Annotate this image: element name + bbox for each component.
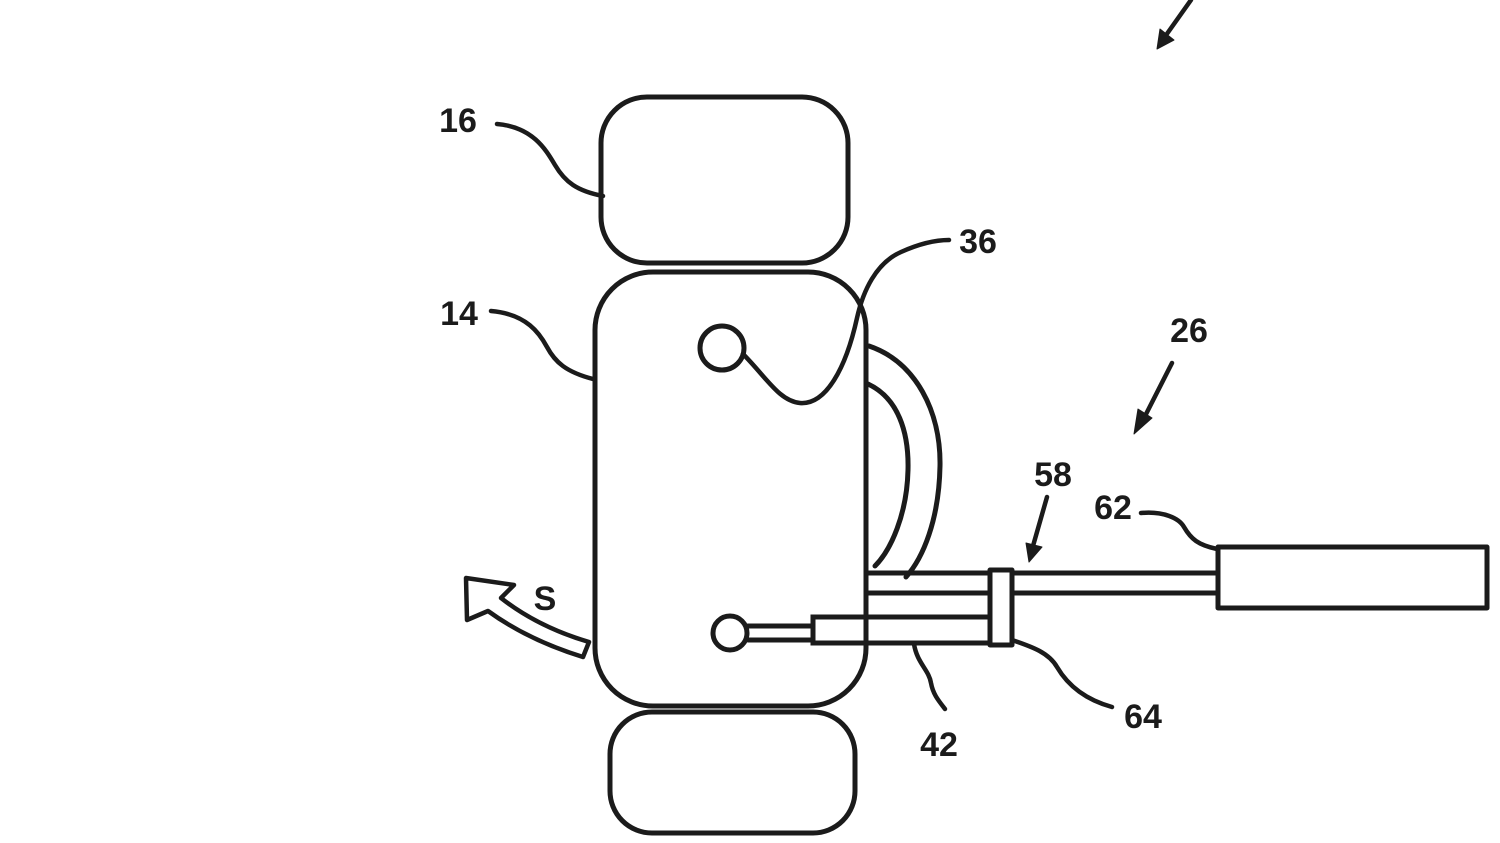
- crown-bulge-inner-arc: [865, 381, 911, 569]
- label-case-body: 14: [440, 295, 478, 333]
- case-body: [592, 269, 869, 709]
- arrow-line-58: [1030, 494, 1050, 549]
- arrow-line-26: [1139, 360, 1175, 425]
- leader-42: [911, 641, 948, 712]
- lower-band-segment: [607, 709, 858, 836]
- pin-head-circle: [710, 613, 750, 653]
- label-pin-bar: 42: [920, 726, 958, 764]
- swing-arrow-icon: [463, 575, 592, 660]
- label-assembly: 26: [1170, 312, 1208, 350]
- label-shaft: 64: [1124, 698, 1162, 736]
- collar-clamp: [987, 567, 1015, 648]
- arrow-line-top: [1161, 0, 1194, 41]
- label-swing-direction: S: [534, 580, 557, 618]
- upper-band-segment: [598, 94, 851, 266]
- leader-14: [488, 308, 596, 382]
- arrowhead-top-icon: [1156, 28, 1175, 50]
- leader-16: [494, 121, 606, 199]
- label-button: 36: [959, 223, 997, 261]
- label-handle: 62: [1094, 489, 1132, 527]
- label-upper-band: 16: [439, 102, 477, 140]
- button-circle: [697, 323, 747, 373]
- leader-62: [1138, 510, 1220, 552]
- leader-64: [1009, 637, 1115, 710]
- handle-block: [1215, 544, 1490, 611]
- label-collar: 58: [1034, 456, 1072, 494]
- crown-bulge-outer-arc: [866, 343, 943, 580]
- arrowhead-26-icon: [1133, 408, 1153, 435]
- arrowhead-58-icon: [1025, 542, 1043, 563]
- leader-36: [740, 237, 952, 406]
